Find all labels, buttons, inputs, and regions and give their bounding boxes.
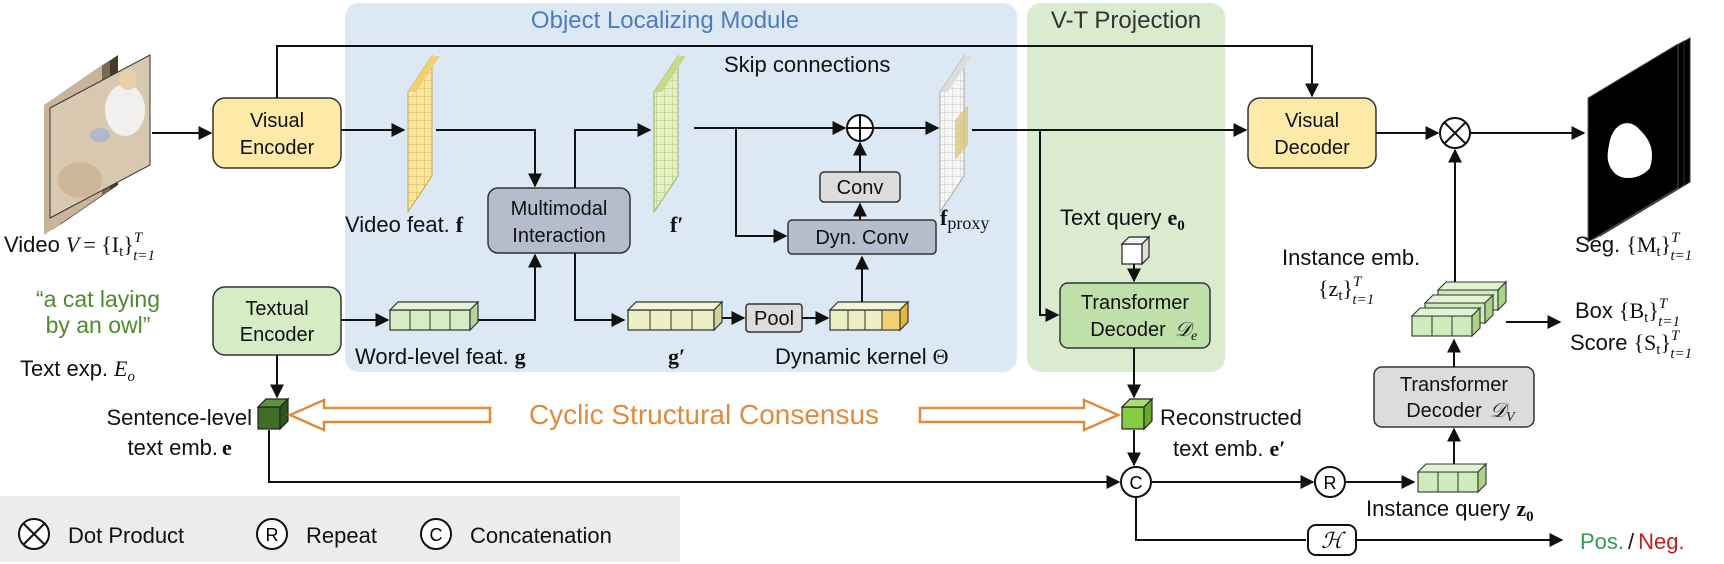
svg-text:𝒟V: 𝒟V [1490,400,1516,425]
vt-projection-panel [1027,3,1225,372]
pool-block: Pool [745,303,803,333]
text-expression-line1: “a cat laying [36,286,160,312]
video-frames-stack [44,54,151,235]
text-query-cube [1120,235,1151,266]
legend-dot-product: Dot Product [68,523,184,548]
dynamic-kernel-blocks [828,300,910,332]
svg-text:ℋ: ℋ [1321,528,1346,553]
g-prime-blocks [626,300,724,332]
video-feat-label: Video feat.f [345,212,464,237]
word-level-feature-blocks [388,300,480,332]
connector-lines [152,45,1586,547]
add-operator [846,114,874,142]
repeat-operator: R [1314,466,1346,498]
text-exp-label: Text exp.Eo [20,356,136,385]
visual-encoder-block: Visual Encoder [212,97,342,169]
video-feature-grid [407,54,440,214]
sentence-embedding-cube [256,397,290,431]
reconstructed-label-1: Reconstructed [1160,405,1302,430]
svg-text:Visual: Visual [250,110,304,132]
sentence-emb-symbol: e [222,435,232,460]
multimodal-interaction-block: Multimodal Interaction [487,187,631,254]
svg-text:𝒟e: 𝒟e [1175,319,1197,344]
repeat-legend-icon [256,518,288,550]
g-prime-label: g′ [668,344,685,369]
word-level-feat-label: Word-level feat.g [355,344,526,369]
svg-text:Transformer: Transformer [1081,292,1190,314]
reconstructed-embedding-cube [1120,397,1154,431]
f-prime-label: f′ [670,212,684,237]
cyclic-right-arrow [918,398,1122,432]
text-expression-line2: by an owl” [46,312,151,338]
textual-encoder-block: Textual Encoder [212,286,342,356]
legend-repeat: Repeat [306,523,377,548]
svg-text:Transformer: Transformer [1400,374,1509,396]
transformer-decoder-e-block: Transformer Decoder 𝒟e [1059,282,1211,349]
object-localizing-module-title: Object Localizing Module [531,7,799,34]
svg-text:Conv: Conv [837,177,884,199]
object-localizing-module-panel [345,3,1017,372]
svg-text:Pool: Pool [754,308,794,330]
visual-decoder-block: Visual Decoder [1247,97,1377,169]
concatenation-legend-icon [420,518,452,550]
refined-feature-grid [653,54,686,214]
svg-text:Textual: Textual [245,298,308,320]
svg-text:Decoder: Decoder [1406,400,1482,422]
svg-text:Dyn. Conv: Dyn. Conv [815,227,908,249]
svg-text:Multimodal: Multimodal [511,198,608,220]
svg-text:R: R [266,525,279,545]
legend-panel: Dot Product R Repeat C Concatenation [0,496,680,562]
instance-embedding-stack [1410,280,1508,338]
svg-text:C: C [1130,473,1143,493]
pos-neg-label: Pos./Neg. [1580,529,1685,554]
conv-block: Conv [819,171,901,203]
cyclic-consensus-label: Cyclic Structural Consensus [529,399,879,430]
cyclic-left-arrow [286,398,492,432]
head-h-block: ℋ [1307,524,1357,556]
instance-query-blocks [1416,462,1488,494]
dyn-conv-block: Dyn. Conv [787,219,937,255]
svg-text:R: R [1324,473,1337,493]
transformer-decoder-v-block: Transformer Decoder 𝒟V [1373,366,1535,428]
concatenation-operator: C [1120,466,1152,498]
svg-text:Encoder: Encoder [240,137,315,159]
svg-text:Decoder: Decoder [1274,137,1350,159]
reconstructed-label-2: text emb.e′ [1173,436,1285,461]
skip-connections-label: Skip connections [724,52,890,77]
dot-product-operator [1439,117,1471,149]
sentence-emb-label-2: text emb. [128,435,218,460]
svg-text:Interaction: Interaction [512,225,605,247]
svg-text:Visual: Visual [1285,110,1339,132]
svg-text:Encoder: Encoder [240,324,315,346]
sentence-emb-label-1: Sentence-level [106,405,252,430]
svg-text:Decoder: Decoder [1090,319,1166,341]
vt-projection-title: V-T Projection [1051,7,1201,34]
proxy-feature-grid [939,54,972,214]
svg-text:C: C [430,525,443,545]
instance-emb-label: Instance emb. [1282,245,1420,270]
legend-concatenation: Concatenation [470,523,612,548]
segmentation-mask-stack [1587,37,1691,243]
f-proxy-label: fproxy [940,205,989,233]
